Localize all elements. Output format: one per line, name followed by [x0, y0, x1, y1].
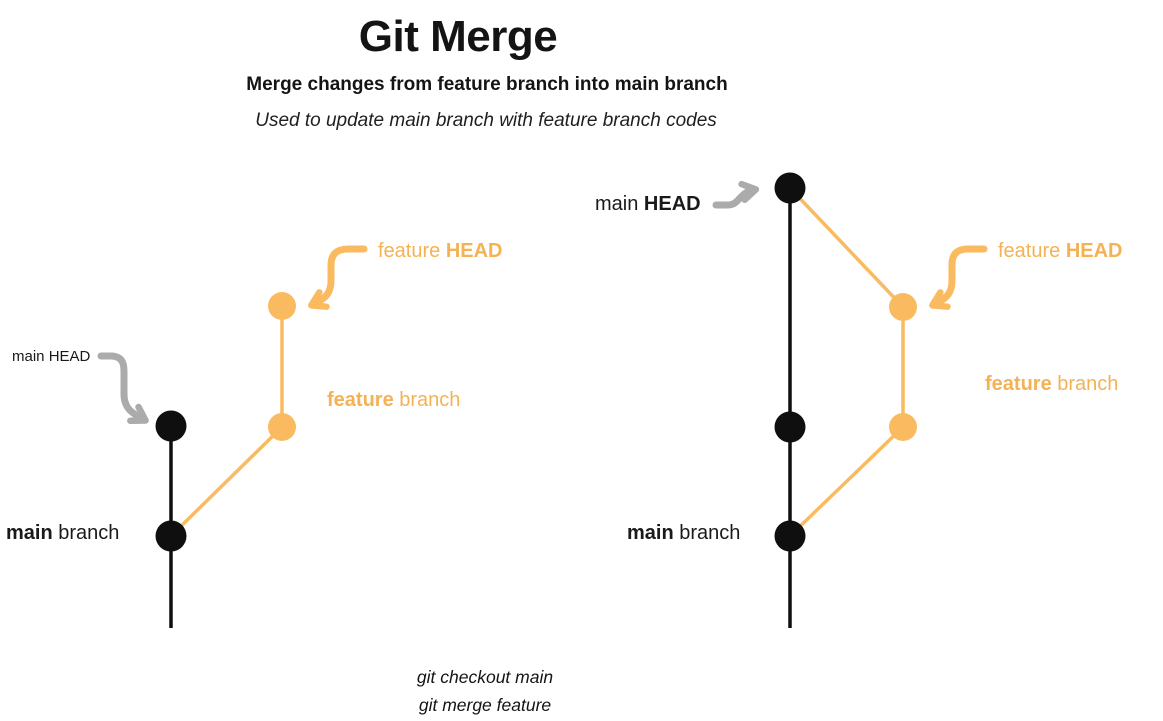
left-main-branch-label: main branch: [6, 522, 119, 544]
left-main-head-prefix: main: [12, 348, 49, 365]
left-feature-branch-prefix: feature: [327, 389, 394, 411]
left-feature-head-arrow-icon: [308, 245, 368, 310]
page-title: Git Merge: [358, 12, 558, 61]
git-command-merge: git merge feature: [418, 695, 552, 715]
right-main-branch-suffix: branch: [673, 522, 741, 544]
right-main-head-prefix: main: [595, 193, 644, 215]
left-main-head-arrow-icon: [97, 352, 149, 424]
left-feature-head-prefix: feature: [378, 240, 446, 262]
left-main-head-label: main HEAD: [12, 348, 91, 366]
page-subtitle: Merge changes from feature branch into m…: [246, 74, 728, 95]
left-feature-head-suffix: HEAD: [445, 240, 503, 262]
right-merge-line: [788, 186, 905, 309]
left-main-commit-top: [155, 410, 187, 442]
left-feature-commit-bottom: [268, 413, 296, 441]
right-feature-branch-suffix: branch: [1051, 373, 1119, 395]
git-commands: git checkout main git merge feature: [417, 663, 553, 719]
right-feature-commit-bottom: [889, 413, 917, 441]
page-tagline: Used to update main branch with feature …: [255, 110, 717, 131]
right-feature-head-suffix: HEAD: [1065, 240, 1123, 262]
right-main-branch-prefix: main: [627, 522, 674, 544]
right-feature-head-arrow-icon: [929, 245, 988, 310]
left-feature-branch-suffix: branch: [393, 389, 461, 411]
right-main-head-label: main HEAD: [595, 193, 701, 215]
right-merge-commit: [774, 172, 806, 204]
right-main-head-suffix: HEAD: [643, 193, 701, 215]
right-feature-head-label: feature HEAD: [998, 240, 1123, 262]
right-branch-fork-line: [788, 425, 905, 538]
right-main-head-arrow-icon: [712, 180, 760, 209]
right-main-commit-bottom: [774, 520, 806, 552]
left-feature-commit-top: [268, 292, 296, 320]
right-main-commit-middle: [774, 411, 806, 443]
left-main-branch-suffix: branch: [52, 522, 120, 544]
right-main-branch-label: main branch: [627, 522, 740, 544]
right-feature-head-prefix: feature: [998, 240, 1066, 262]
right-feature-commit-top: [889, 293, 917, 321]
left-main-commit-bottom: [155, 520, 187, 552]
left-git-graph: [97, 245, 368, 628]
right-feature-branch-prefix: feature: [985, 373, 1052, 395]
left-main-head-suffix: HEAD: [48, 348, 91, 365]
left-feature-head-label: feature HEAD: [378, 240, 503, 262]
git-command-checkout: git checkout main: [416, 667, 554, 687]
left-feature-branch-label: feature branch: [327, 389, 460, 411]
left-main-branch-prefix: main: [6, 522, 53, 544]
right-git-graph: [712, 172, 988, 628]
left-branch-fork-line: [169, 425, 284, 538]
right-feature-branch-label: feature branch: [985, 373, 1118, 395]
